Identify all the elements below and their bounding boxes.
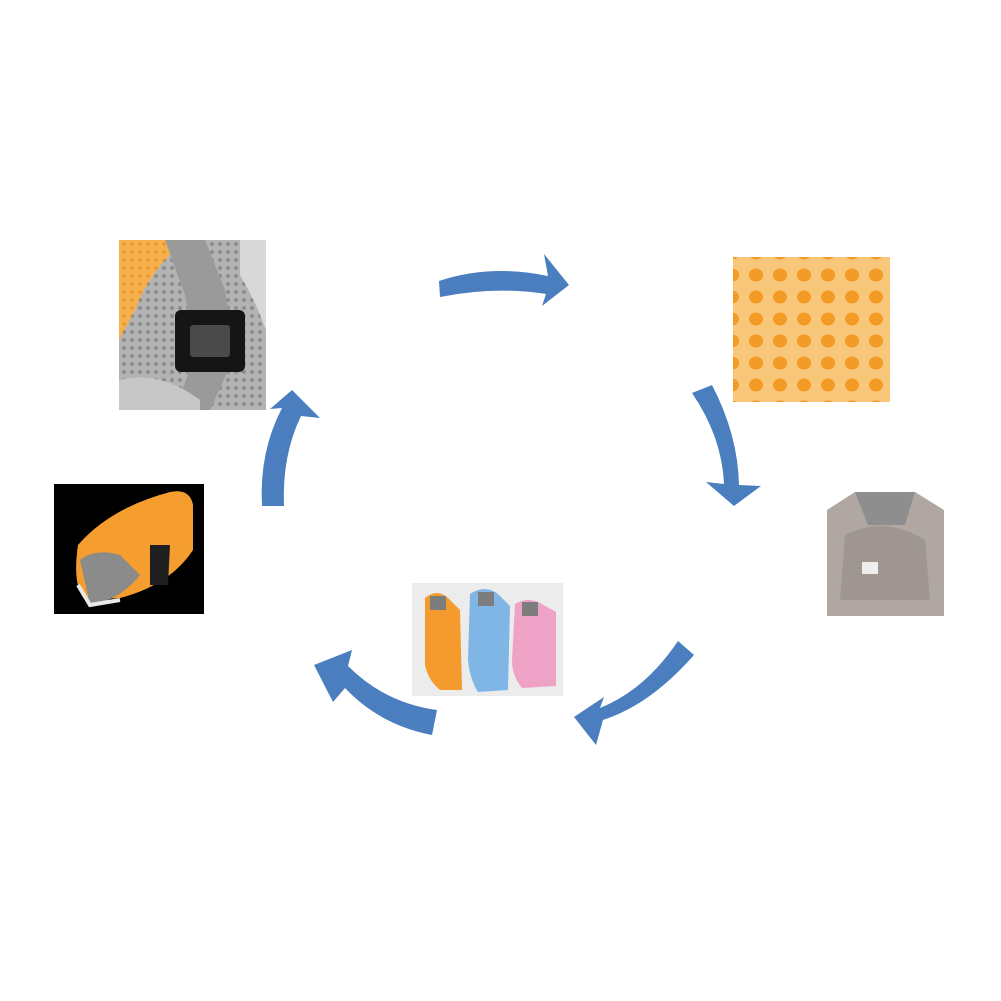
three-color-vests-photo bbox=[412, 583, 563, 696]
arrow-bottom-left-icon bbox=[314, 650, 437, 735]
arrow-top-icon bbox=[439, 254, 569, 306]
arrow-bottom-right-icon bbox=[574, 641, 694, 745]
buckle-strap-photo bbox=[119, 240, 266, 410]
arrow-left-icon bbox=[261, 390, 320, 506]
orange-mesh-fabric-photo bbox=[733, 257, 890, 402]
grey-inner-lining-photo bbox=[827, 492, 944, 616]
orange-vest-side-photo bbox=[54, 484, 204, 614]
arrow-right-icon bbox=[692, 385, 761, 506]
